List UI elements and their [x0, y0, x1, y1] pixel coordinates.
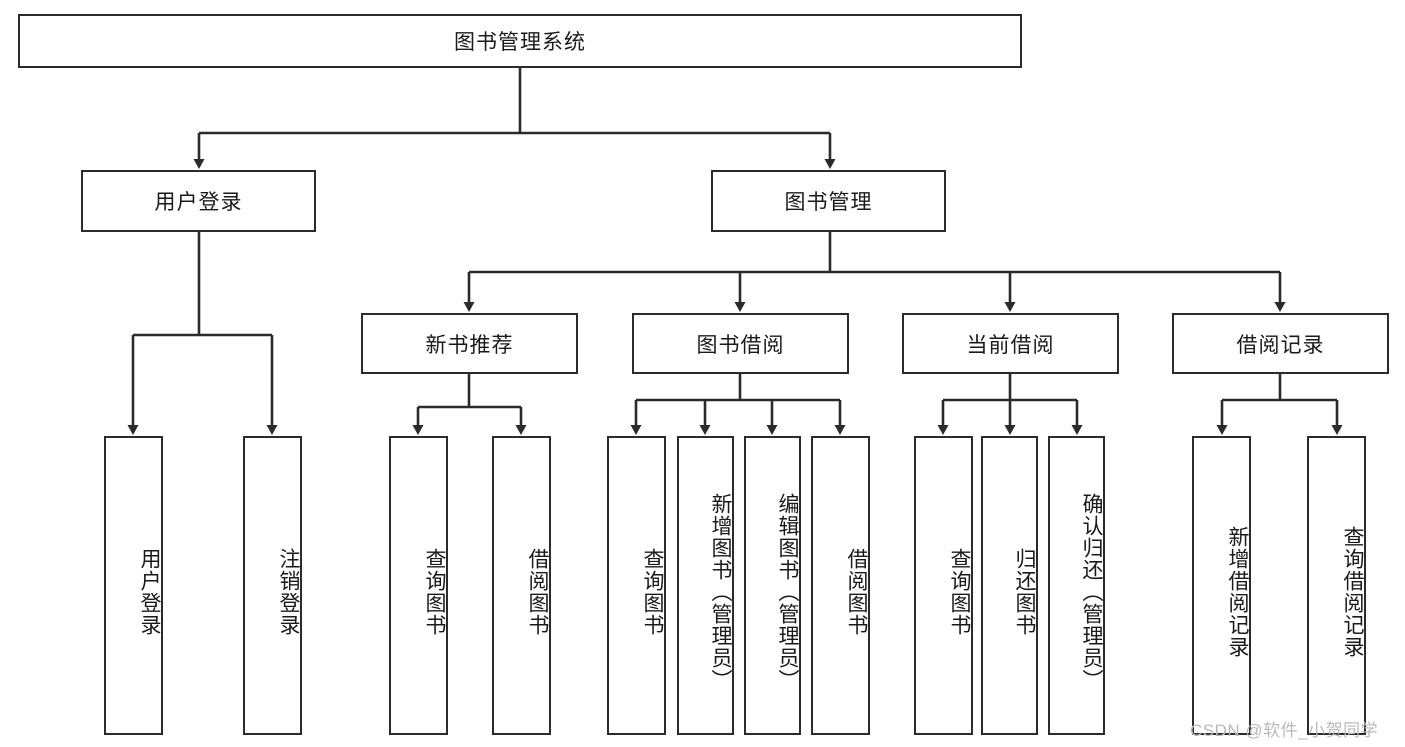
leaf-user-login-logout[interactable]: 注销登录 [243, 436, 302, 735]
leaf-current-borrow-query-books[interactable]: 查询图书 [914, 436, 973, 735]
node-new-book-recommend[interactable]: 新书推荐 [361, 313, 578, 374]
node-label: 归还图书 [1013, 547, 1036, 636]
leaf-current-borrow-return-books[interactable]: 归还图书 [981, 436, 1038, 735]
leaf-book-borrow-query-books[interactable]: 查询图书 [607, 436, 666, 735]
node-label: 编辑图书（管理员） [776, 492, 799, 691]
node-label: 用户登录 [138, 547, 161, 636]
leaf-user-login-login[interactable]: 用户登录 [104, 436, 163, 735]
node-label: 图书管理系统 [454, 31, 586, 54]
node-borrow-record[interactable]: 借阅记录 [1172, 313, 1389, 374]
node-label: 当前借阅 [966, 333, 1055, 357]
node-label: 图书借阅 [696, 333, 785, 357]
node-label: 图书管理 [784, 191, 873, 214]
leaf-book-borrow-borrow-books[interactable]: 借阅图书 [811, 436, 870, 735]
node-current-borrow[interactable]: 当前借阅 [902, 313, 1119, 374]
leaf-new-book-query-books[interactable]: 查询图书 [389, 436, 448, 735]
node-label: 查询借阅记录 [1341, 525, 1364, 658]
node-label: 用户登录 [154, 191, 243, 214]
node-label: 借阅图书 [845, 547, 868, 636]
leaf-borrow-record-add-record[interactable]: 新增借阅记录 [1192, 436, 1251, 735]
leaf-borrow-record-query-record[interactable]: 查询借阅记录 [1307, 436, 1366, 735]
leaf-new-book-borrow-books[interactable]: 借阅图书 [492, 436, 551, 735]
node-label: 新增借阅记录 [1226, 525, 1249, 658]
leaf-current-borrow-confirm-return-admin[interactable]: 确认归还（管理员） [1048, 436, 1105, 735]
node-user-login[interactable]: 用户登录 [81, 170, 316, 232]
leaf-book-borrow-edit-book-admin[interactable]: 编辑图书（管理员） [744, 436, 801, 735]
leaf-book-borrow-add-book-admin[interactable]: 新增图书（管理员） [677, 436, 734, 735]
node-label: 注销登录 [277, 547, 300, 636]
node-label: 确认归还（管理员） [1080, 492, 1103, 691]
node-label: 新书推荐 [425, 333, 514, 357]
node-book-borrow[interactable]: 图书借阅 [632, 313, 849, 374]
node-label: 查询图书 [423, 547, 446, 636]
node-label: 借阅图书 [526, 547, 549, 636]
node-label: 新增图书（管理员） [709, 492, 732, 691]
node-label: 查询图书 [641, 547, 664, 636]
node-root-book-management-system[interactable]: 图书管理系统 [18, 14, 1022, 68]
node-label: 查询图书 [948, 547, 971, 636]
node-label: 借阅记录 [1236, 333, 1325, 357]
node-book-management[interactable]: 图书管理 [711, 170, 946, 232]
